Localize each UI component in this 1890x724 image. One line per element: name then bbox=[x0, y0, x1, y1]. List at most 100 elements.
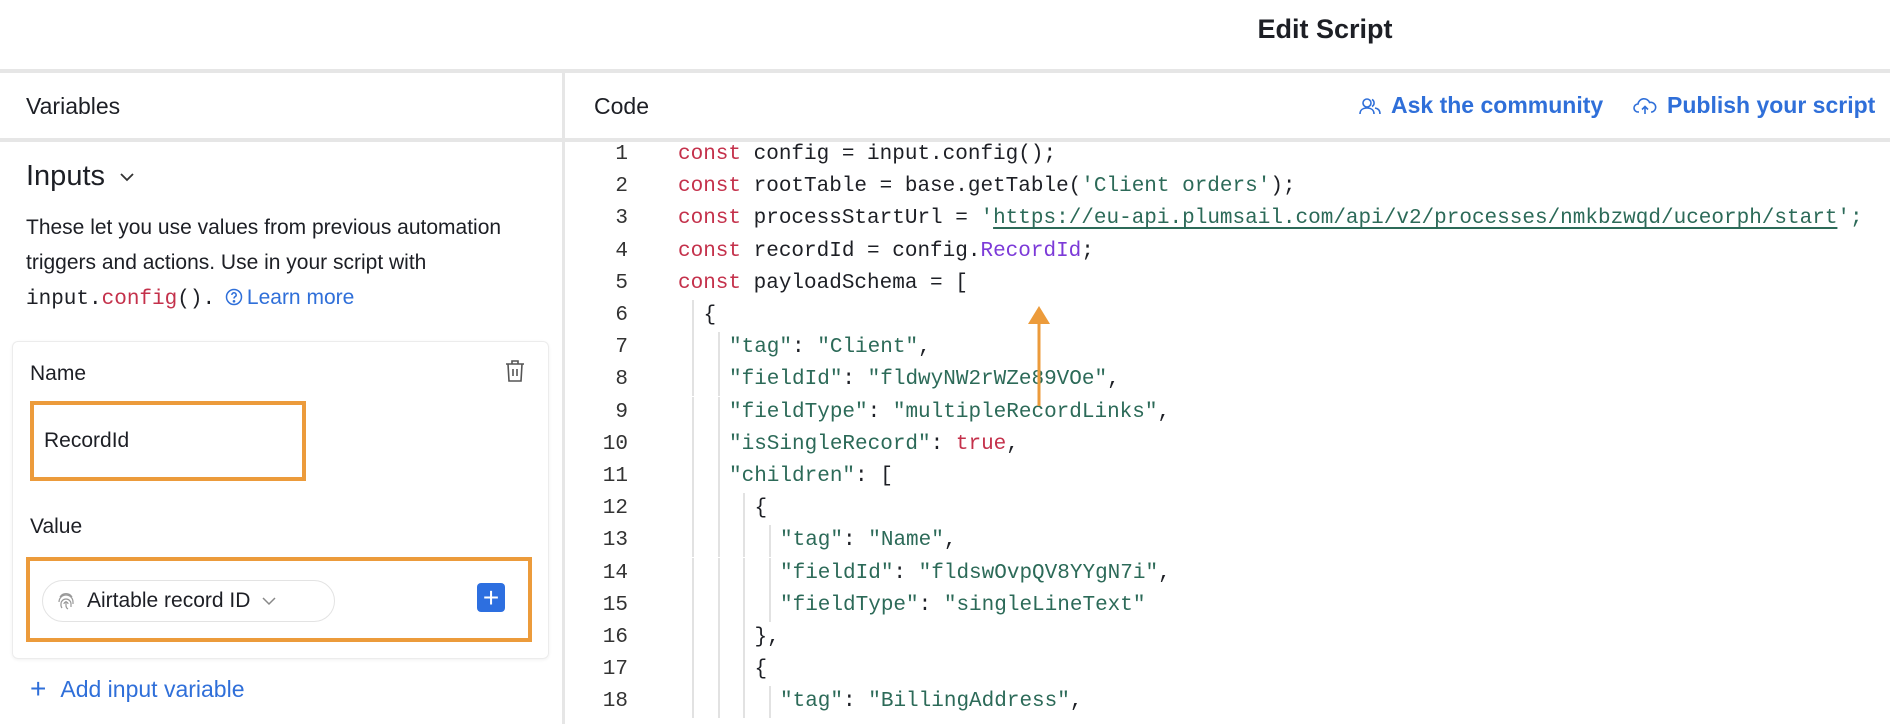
line-number: 17 bbox=[602, 658, 628, 682]
code-text: "isSingleRecord": true, bbox=[729, 429, 1019, 461]
indent-guide bbox=[718, 396, 720, 429]
code-snippet: config bbox=[101, 288, 178, 311]
code-line[interactable]: 16}, bbox=[566, 622, 1890, 654]
line-number: 2 bbox=[615, 175, 628, 199]
indent-guide bbox=[743, 622, 745, 654]
line-number: 3 bbox=[615, 207, 628, 231]
inputs-heading: Inputs bbox=[26, 160, 105, 192]
indent-guide bbox=[743, 589, 745, 622]
code-token-id: rootTable = base.getTable( bbox=[741, 175, 1082, 199]
code-token-punc: : bbox=[930, 432, 956, 456]
trash-icon[interactable] bbox=[504, 359, 526, 383]
code-line[interactable]: 10 "isSingleRecord": true, bbox=[566, 428, 1890, 461]
indent-guide bbox=[718, 493, 720, 526]
indent-guide bbox=[692, 525, 694, 558]
code-line[interactable]: 15"fieldType": "singleLineText" bbox=[566, 589, 1890, 622]
code-token-kw: const bbox=[678, 207, 742, 231]
code-token-kw: const bbox=[678, 239, 742, 263]
indent-guide bbox=[718, 654, 720, 687]
code-text: "fieldType": "multipleRecordLinks", bbox=[729, 397, 1170, 429]
code-token-id: config = input.config(); bbox=[741, 143, 1057, 166]
line-number: 5 bbox=[615, 271, 628, 295]
code-line[interactable]: 11"children": [ bbox=[566, 461, 1890, 493]
code-token-str: ' bbox=[980, 207, 994, 231]
cloud-upload-icon bbox=[1633, 97, 1657, 114]
code-line[interactable]: 6{ bbox=[566, 300, 1890, 332]
plus-icon: + bbox=[30, 673, 47, 704]
code-line[interactable]: 18"tag": "BillingAddress", bbox=[566, 686, 1890, 719]
line-number: 8 bbox=[615, 368, 628, 392]
code-line[interactable]: 4 const recordId = config.RecordId; bbox=[566, 236, 1890, 268]
line-number: 16 bbox=[602, 626, 628, 649]
code-token-prop: "tag" bbox=[780, 690, 844, 714]
code-token-bool: true bbox=[955, 432, 1007, 456]
line-number: 18 bbox=[602, 690, 628, 714]
code-text: }, bbox=[755, 622, 780, 654]
code-text: "fieldId": "fldwyNW2rWZe89VOe", bbox=[729, 364, 1120, 396]
indent-guide bbox=[718, 525, 720, 558]
add-value-plus-button[interactable]: + bbox=[477, 583, 505, 612]
code-token-kw: const bbox=[678, 271, 742, 295]
indent-guide bbox=[743, 557, 745, 590]
indent-guide bbox=[769, 557, 771, 590]
indent-guide bbox=[769, 686, 771, 719]
code-token-str: "Name" bbox=[868, 529, 944, 553]
code-token-punc: { bbox=[754, 497, 768, 521]
line-number: 10 bbox=[602, 432, 628, 456]
code-text: "tag": "Name", bbox=[780, 525, 956, 557]
code-line[interactable]: 7"tag": "Client", bbox=[566, 332, 1890, 365]
code-token-punc: , bbox=[918, 336, 931, 360]
code-text: const recordId = config.RecordId; bbox=[678, 236, 1094, 268]
line-number: 1 bbox=[615, 143, 628, 166]
inputs-description: These let you use values from previous a… bbox=[26, 210, 546, 317]
code-token-url[interactable]: https://eu-api.plumsail.com/api/v2/proce… bbox=[993, 207, 1838, 231]
value-token-pill[interactable]: Airtable record ID bbox=[42, 580, 335, 622]
indent-guide bbox=[692, 428, 694, 461]
name-value: RecordId bbox=[44, 429, 130, 452]
code-token-prop: "children" bbox=[729, 465, 856, 488]
code-token-str: '; bbox=[1837, 207, 1863, 231]
ask-community-link[interactable]: Ask the community bbox=[1359, 92, 1603, 119]
line-number: 13 bbox=[602, 529, 628, 553]
indent-guide bbox=[692, 654, 694, 687]
code-token-kw: const bbox=[678, 143, 742, 166]
value-label: Value bbox=[30, 515, 83, 538]
line-number: 11 bbox=[602, 465, 628, 488]
indent-guide bbox=[692, 589, 694, 622]
code-token-punc: , bbox=[1069, 690, 1083, 714]
indent-guide bbox=[692, 686, 694, 719]
indent-guide bbox=[718, 428, 720, 461]
code-token-str: "fldwyNW2rWZe89VOe" bbox=[867, 368, 1108, 392]
add-input-variable-button[interactable]: + Add input variable bbox=[30, 673, 244, 705]
indent-guide bbox=[743, 525, 745, 558]
inputs-section-toggle[interactable]: Inputs bbox=[26, 160, 135, 193]
code-line[interactable]: 13 "tag": "Name", bbox=[566, 525, 1890, 558]
code-line[interactable]: 17{ bbox=[566, 654, 1890, 687]
publish-script-link[interactable]: Publish your script bbox=[1633, 92, 1875, 119]
code-token-str: "Client" bbox=[817, 336, 919, 360]
learn-more-link[interactable]: Learn more bbox=[246, 286, 355, 309]
variables-header: Variables bbox=[26, 93, 121, 119]
fingerprint-icon bbox=[58, 593, 74, 610]
indent-guide bbox=[743, 686, 745, 719]
page-title: Edit Script bbox=[1257, 14, 1393, 44]
line-number: 4 bbox=[615, 239, 628, 263]
plus-icon: + bbox=[482, 581, 500, 613]
code-line[interactable]: 14"fieldId": "fldswOvpQV8YYgN7i", bbox=[566, 557, 1890, 590]
line-number: 6 bbox=[615, 304, 628, 327]
code-token-punc: : bbox=[842, 368, 868, 392]
code-line[interactable]: 8 "fieldId": "fldwyNW2rWZe89VOe", bbox=[566, 364, 1890, 397]
code-line[interactable]: 12{ bbox=[566, 493, 1890, 526]
code-line[interactable]: 9"fieldType": "multipleRecordLinks", bbox=[566, 396, 1890, 429]
code-token-punc: : bbox=[893, 561, 919, 585]
code-token-punc: , bbox=[943, 529, 957, 553]
name-field[interactable]: RecordId bbox=[30, 401, 306, 481]
code-line[interactable]: 1 const config = input.config(); bbox=[566, 140, 1890, 171]
code-text: "fieldType": "singleLineText" bbox=[780, 590, 1145, 622]
indent-guide bbox=[692, 300, 694, 332]
help-circle-icon bbox=[225, 288, 243, 306]
